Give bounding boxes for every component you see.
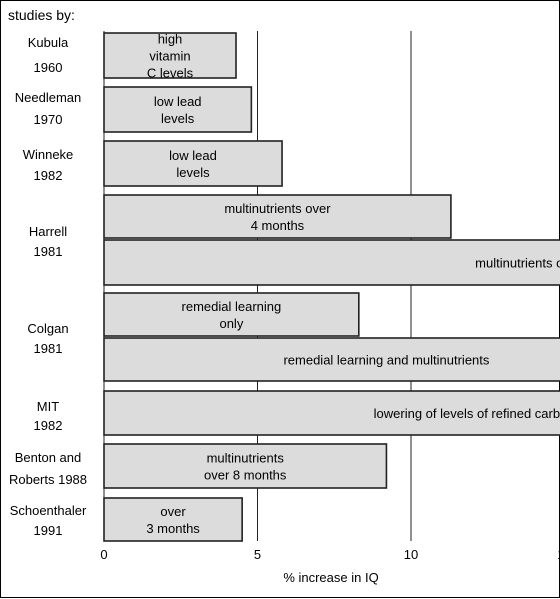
bar-label-benton-and-1: over 8 months	[204, 468, 287, 483]
bar-label-colgan-1: remedial learning	[182, 299, 282, 314]
x-tick-label: 15	[557, 547, 560, 562]
bar-label-benton-and-1: multinutrients	[207, 451, 285, 466]
study-label-schoenthaler-line-1: Schoenthaler	[10, 503, 87, 518]
study-label-winneke-line-1: Winneke	[23, 147, 74, 162]
study-label-mit-line-1: MIT	[37, 399, 59, 414]
bar-winneke-1	[103, 140, 283, 187]
axis-layer: studies by: % increase in IQ 0510152025	[8, 7, 560, 585]
bar-colgan-2	[103, 337, 560, 382]
study-label-harrell-line-2: 1981	[34, 244, 63, 259]
x-tick-label: 0	[100, 547, 107, 562]
bar-harrell-2	[103, 239, 560, 286]
bar-label-kubula-1: C levels	[147, 66, 194, 81]
study-label-needleman-line-2: 1970	[34, 112, 63, 127]
x-tick-label: 10	[404, 547, 418, 562]
bar-mit-1	[103, 390, 560, 436]
bar-label-mit-1: lowering of levels of refined carbohydra…	[374, 406, 560, 421]
study-label-kubula-line-2: 1960	[34, 60, 63, 75]
study-label-benton-and-line-2: Roberts 1988	[9, 472, 87, 487]
bar-label-needleman-1: levels	[161, 111, 195, 126]
bar-benton-and-1	[103, 443, 388, 489]
bar-label-winneke-1: low lead	[169, 148, 217, 163]
group-header: studies by:	[8, 7, 75, 23]
study-label-benton-and-line-1: Benton and	[15, 450, 82, 465]
bar-label-harrell-1: 4 months	[251, 218, 305, 233]
study-label-harrell-line-1: Harrell	[29, 224, 67, 239]
study-label-mit-line-2: 1982	[34, 418, 63, 433]
bar-label-kubula-1: high	[158, 32, 183, 47]
study-label-winneke-line-2: 1982	[34, 168, 63, 183]
x-axis-title: % increase in IQ	[283, 570, 378, 585]
bar-label-colgan-1: only	[219, 316, 243, 331]
x-tick-label: 5	[254, 547, 261, 562]
bar-label-winneke-1: levels	[176, 165, 210, 180]
study-label-colgan-line-1: Colgan	[27, 321, 68, 336]
study-label-schoenthaler-line-2: 1991	[34, 523, 63, 538]
study-label-kubula-line-1: Kubula	[28, 35, 69, 50]
bar-schoenthaler-1	[103, 497, 243, 542]
bar-label-schoenthaler-1: 3 months	[146, 521, 200, 536]
bar-colgan-1	[103, 292, 360, 337]
bar-harrell-1	[103, 194, 452, 239]
bar-label-kubula-1: vitamin	[149, 49, 190, 64]
study-label-colgan-line-2: 1981	[34, 341, 63, 356]
bar-label-needleman-1: low lead	[154, 94, 202, 109]
bar-label-harrell-1: multinutrients over	[224, 201, 331, 216]
bar-needleman-1	[103, 86, 253, 133]
bar-label-colgan-2: remedial learning and multinutrients	[283, 353, 489, 368]
study-label-needleman-line-1: Needleman	[15, 90, 82, 105]
bar-layer	[103, 32, 560, 542]
bar-label-harrell-2: multinutrients over 8 months	[475, 256, 560, 271]
bar-kubula-1	[103, 32, 237, 79]
bar-label-schoenthaler-1: over	[160, 504, 186, 519]
